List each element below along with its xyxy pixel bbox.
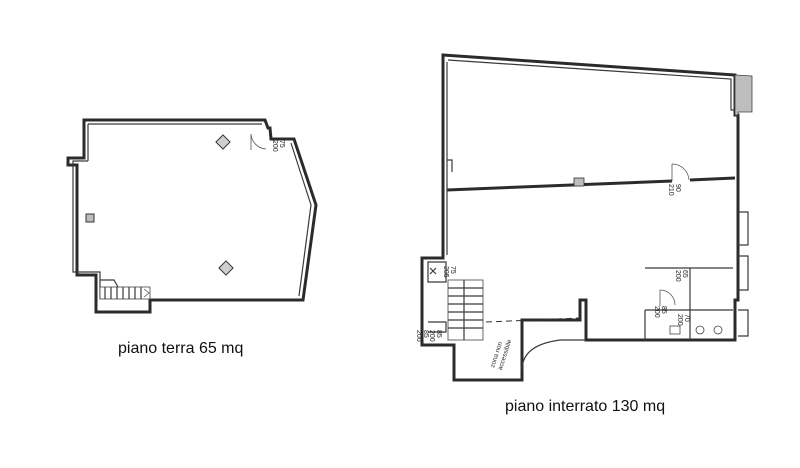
basement-small-room (427, 261, 447, 283)
svg-text:70: 70 (683, 314, 690, 322)
svg-text:200: 200 (428, 330, 435, 342)
ground-floor-outer-wall (66, 118, 318, 314)
basement-middle-wall (446, 179, 673, 192)
wall-column (85, 213, 95, 223)
svg-text:210: 210 (667, 184, 674, 196)
svg-text:200: 200 (674, 270, 681, 282)
dimension-label: 75 (278, 140, 285, 148)
inaccessible-zone-note: zona non accessibile (489, 338, 513, 371)
basement-stairs (447, 279, 484, 341)
basement-small-room (428, 321, 447, 333)
svg-text:200: 200 (676, 314, 683, 326)
pillar-marker (215, 134, 231, 150)
basement-door-dimension-g: 85 200 (428, 330, 442, 342)
ground-floor-door-dimension: 75 200 (271, 140, 285, 152)
ground-floor-stairs (99, 279, 151, 300)
basement-door-dimension-a: 90 210 (667, 184, 681, 196)
basement-door-swing (671, 163, 690, 181)
wall-column (573, 177, 585, 187)
basement-right-wall-hatch (734, 74, 753, 116)
svg-text:85: 85 (660, 306, 667, 314)
dimension-label: 200 (271, 140, 278, 152)
basement-right-niche (738, 211, 749, 337)
basement-plan (420, 53, 753, 382)
basement-curve-wall (521, 339, 586, 371)
svg-text:85: 85 (422, 330, 429, 338)
basement-door-dimension-e: 70 200 (676, 314, 690, 326)
svg-text:200: 200 (415, 330, 422, 342)
svg-text:65: 65 (681, 270, 688, 278)
basement-inner-wall (447, 59, 734, 111)
basement-middle-wall (689, 176, 736, 182)
basement-left-inner-wall (446, 62, 453, 255)
svg-text:85: 85 (435, 330, 442, 338)
svg-text:75: 75 (449, 266, 456, 274)
ground-floor-caption: piano terra 65 mq (118, 340, 244, 357)
inaccessible-zone-outline (485, 317, 581, 323)
ground-floor-inner-wall (72, 123, 262, 299)
basement-door-dimension-c: 65 200 (674, 270, 688, 282)
basement-bathroom-door (659, 289, 676, 306)
basement-caption: piano interrato 130 mq (505, 398, 666, 415)
ground-floor-plan (66, 118, 318, 314)
basement-door-dimension-b: 75 205 (442, 266, 456, 278)
basement-door-dimension-f: 85 200 (415, 330, 429, 342)
sink-fixture (669, 325, 681, 335)
basement-bathroom-walls (644, 267, 733, 340)
ground-floor-door-swing (250, 133, 267, 150)
svg-text:200: 200 (653, 306, 660, 318)
pillar-marker (218, 260, 234, 276)
ground-floor-diagonal-wall (290, 142, 312, 297)
basement-door-dimension-d: 85 200 (653, 306, 667, 318)
svg-text:90: 90 (674, 184, 681, 192)
toilet-fixture (713, 325, 723, 335)
toilet-fixture (695, 325, 705, 335)
svg-text:205: 205 (442, 266, 449, 278)
